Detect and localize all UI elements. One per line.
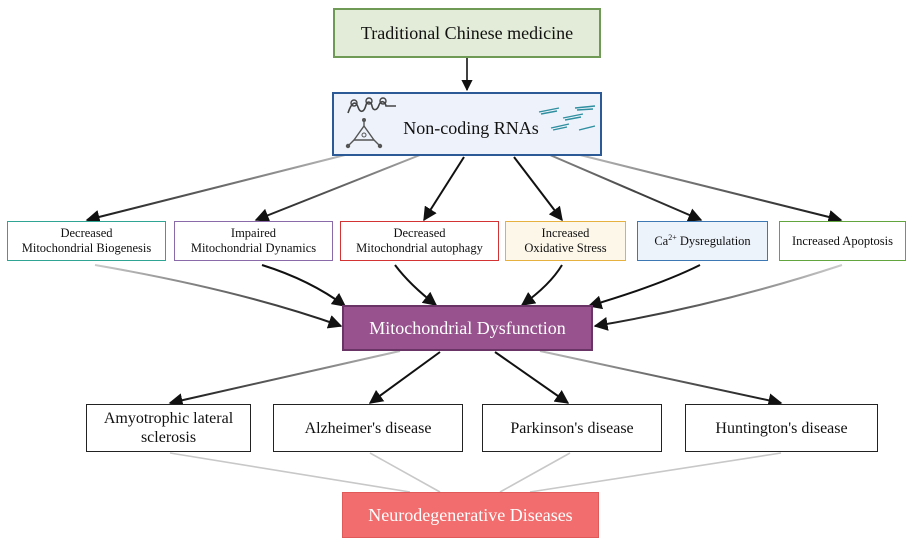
edge-autophagy-to-mito [394,264,438,306]
edge-mito-to-alzheimers [368,351,441,404]
autophagy-line1: Decreased [393,226,446,240]
mito-dysfunction-node: Mitochondrial Dysfunction [342,305,593,351]
apoptosis-node: Increased Apoptosis [779,221,906,261]
edge-mito-to-als [168,350,401,408]
edge-ncrna-to-oxidative [513,156,563,222]
calcium-symbol: Ca [654,233,669,248]
oxidative-line2: Oxidative Stress [524,241,607,255]
ncrna-label: Non-coding RNAs [403,117,539,138]
edge-mito-to-parkinsons [494,351,570,404]
edge-ncrna-to-biogenesis [85,154,346,224]
edge-apoptosis-to-mito [593,264,843,331]
edge-ncrna-to-calcium [549,154,703,222]
ncrna-node: Non-coding RNAs [332,92,602,156]
edge-dynamics-to-mito [261,264,347,307]
edge-oxidative-to-mito [520,264,563,306]
dynamics-node: Impaired Mitochondrial Dynamics [174,221,333,261]
calcium-dysregulation-node: Ca2+ Dysregulation [637,221,768,261]
edge-ncrna-to-apoptosis [579,154,843,224]
mirna-duplex-icon [538,105,596,131]
edge-parkinsons-to-neuro [499,452,571,493]
apoptosis-label: Increased Apoptosis [791,233,894,248]
edge-mito-to-huntingtons [539,350,783,408]
autophagy-node: Decreased Mitochondrial autophagy [340,221,499,261]
parkinsons-label: Parkinson's disease [510,419,634,437]
biogenesis-line2: Mitochondrial Biogenesis [21,241,152,255]
dynamics-line2: Mitochondrial Dynamics [190,241,317,255]
alzheimers-label: Alzheimer's disease [304,419,432,437]
calcium-charge: 2+ [668,232,677,242]
als-line1: Amyotrophic lateral [103,410,234,427]
tcm-label: Traditional Chinese medicine [360,22,574,43]
mito-dysfunction-label: Mitochondrial Dysfunction [369,317,566,338]
edge-biogenesis-to-mito [94,264,343,329]
oxidative-stress-node: Increased Oxidative Stress [505,221,626,261]
neurodegenerative-label: Neurodegenerative Diseases [368,504,573,525]
edge-als-to-neuro [169,452,411,493]
edge-ncrna-to-dynamics [254,154,421,222]
als-line2: sclerosis [140,429,197,446]
huntingtons-label: Huntington's disease [715,419,848,437]
edge-calcium-to-mito [587,264,701,310]
dynamics-line1: Impaired [230,226,277,240]
calcium-label: Dysregulation [676,233,751,248]
neurodegenerative-node: Neurodegenerative Diseases [342,492,599,538]
edge-huntingtons-to-neuro [529,452,782,493]
biogenesis-line1: Decreased [60,226,113,240]
parkinsons-node: Parkinson's disease [482,404,662,452]
autophagy-line2: Mitochondrial autophagy [356,241,483,255]
als-node: Amyotrophic lateral sclerosis [86,404,251,452]
tcm-node: Traditional Chinese medicine [333,8,601,58]
alzheimers-node: Alzheimer's disease [273,404,463,452]
molecule-icon [345,118,383,149]
oxidative-line1: Increased [541,226,590,240]
edge-ncrna-to-autophagy [423,156,465,222]
biogenesis-node: Decreased Mitochondrial Biogenesis [7,221,166,261]
rna-hairpin-icon [347,97,396,114]
huntingtons-node: Huntington's disease [685,404,878,452]
edge-alzheimers-to-neuro [369,452,441,493]
